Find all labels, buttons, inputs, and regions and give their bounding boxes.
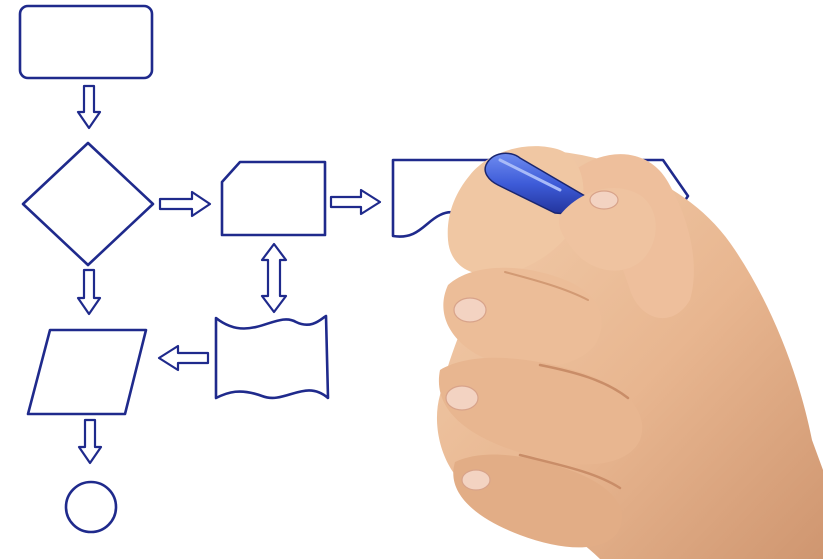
start-box-shape [18,4,154,80]
arrow-down-1 [76,84,102,130]
decision-diamond-shape [21,141,155,267]
marker-highlight [498,158,562,192]
arrow-right-1 [158,190,212,218]
fingernail-middle [453,297,487,323]
hand-middle-finger [443,267,602,368]
process-shape [220,160,327,237]
hand-with-marker [436,146,823,559]
terminator-circle-shape [64,480,118,534]
arrow-left-1 [157,344,210,372]
knuckle-shadow-3 [504,271,589,301]
fingernail-ring [445,385,479,411]
punched-tape-shape [214,314,330,400]
arrow-down-2 [76,268,102,316]
flowchart [18,4,690,534]
hand-ring-finger [438,357,643,465]
knuckle-shadow-2 [518,453,622,490]
hand-little-finger [453,454,623,548]
arrow-down-3 [77,418,103,465]
thumb-front [559,187,656,271]
fingernail-little [461,469,491,491]
thumbnail [589,190,619,210]
knuckle-shadow-1 [538,363,630,400]
arrow-bidirectional-vertical [260,242,288,314]
arrow-right-2 [329,188,382,216]
input-output-parallelogram-shape [26,328,148,416]
